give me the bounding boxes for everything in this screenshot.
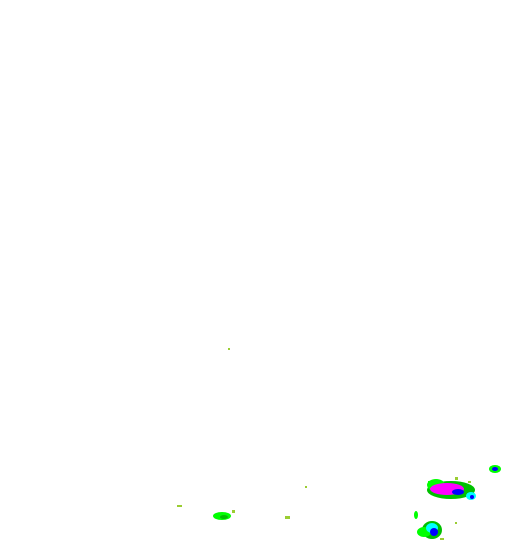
echo-cell-south-small: [177, 486, 307, 519]
echo-pixel: [305, 486, 307, 488]
echo-cell-far-east: [489, 465, 501, 473]
echo-blob: [414, 511, 418, 519]
echo-pixel: [177, 505, 182, 507]
echo-cell-south-center: [213, 510, 235, 520]
echo-cell-trace: [228, 348, 230, 350]
echo-cell-main-southeast: [427, 477, 476, 500]
echo-blob: [470, 495, 474, 499]
echo-cell-south-east-corner: [414, 511, 457, 540]
echo-pixel: [455, 477, 458, 480]
echo-pixel: [428, 481, 431, 483]
echo-pixel: [440, 538, 444, 540]
echo-pixel: [285, 516, 290, 519]
echo-blob: [220, 515, 228, 519]
echo-pixel: [232, 510, 235, 513]
echo-pixel: [228, 348, 230, 350]
echo-blob: [492, 467, 498, 471]
echo-pixel: [455, 522, 457, 524]
echo-blob: [452, 489, 464, 495]
echo-blob: [430, 528, 438, 536]
echo-pixel: [468, 481, 471, 483]
